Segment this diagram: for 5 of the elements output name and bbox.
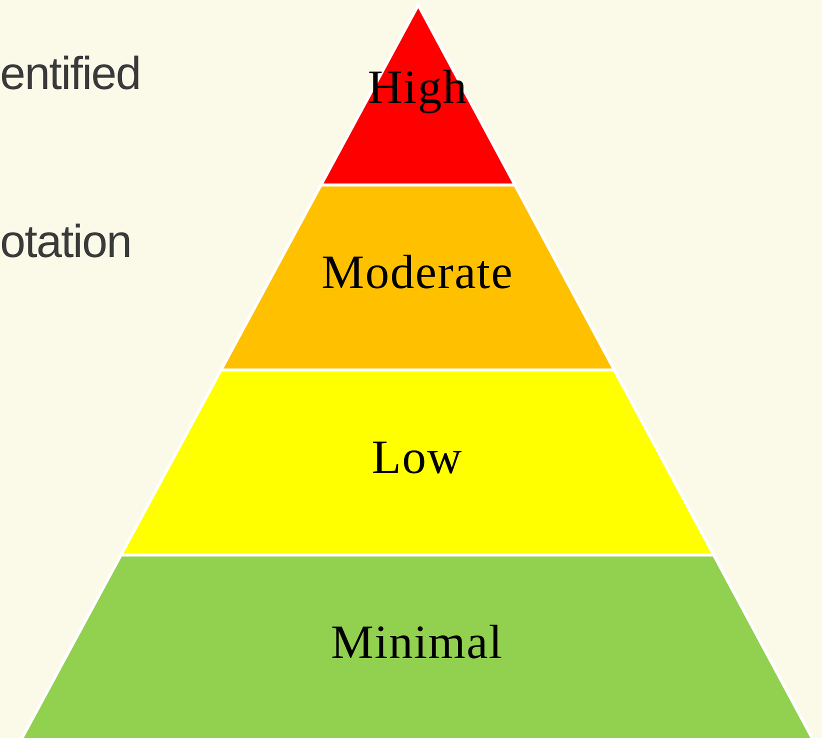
tier-label: Moderate bbox=[322, 249, 514, 297]
tier-label: Low bbox=[372, 434, 463, 482]
side-text: otation bbox=[0, 218, 132, 264]
tier-label: Minimal bbox=[330, 619, 504, 667]
side-text: entified bbox=[0, 50, 140, 96]
